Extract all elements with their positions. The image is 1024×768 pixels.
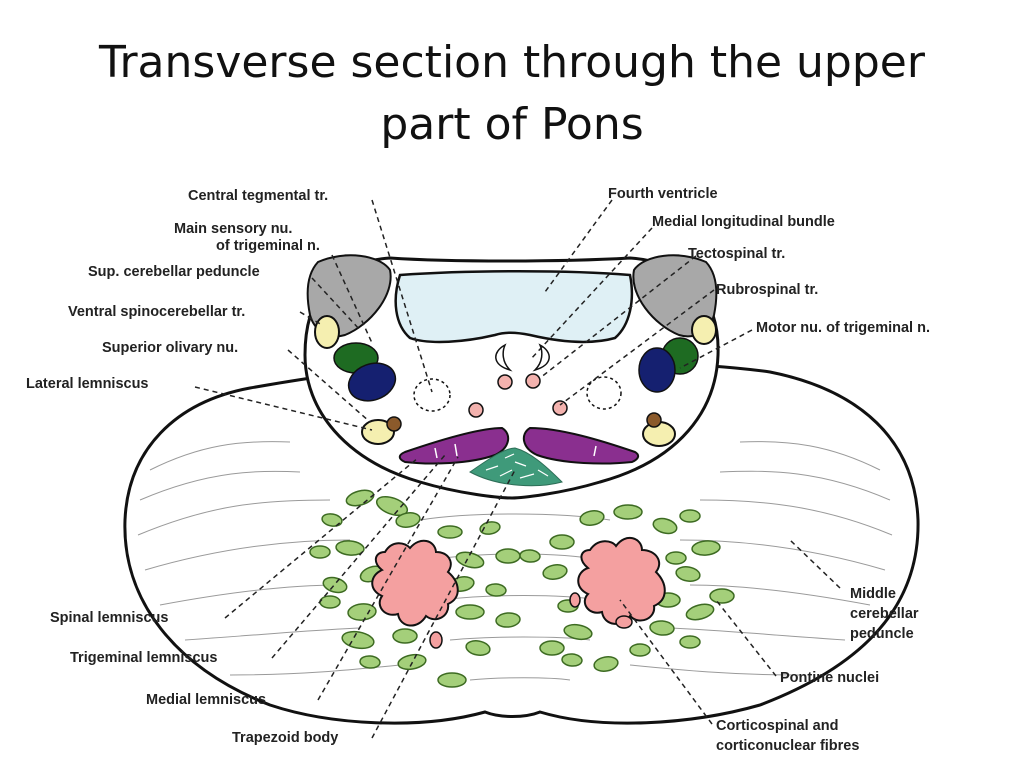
navy-nucleus-right xyxy=(638,347,676,393)
medial-lemniscus-right xyxy=(522,426,640,465)
title-line-2: part of Pons xyxy=(380,99,644,150)
pontine-nucleus-blob xyxy=(679,509,701,523)
ventral-spinocerebellar-left xyxy=(314,315,340,349)
pontine-nucleus-blob xyxy=(375,495,409,517)
trapezoid-texture xyxy=(485,453,549,479)
pontine-nucleus-blob xyxy=(542,564,568,580)
pontine-nucleus-blob xyxy=(455,551,485,569)
label-sup-cerebellar: Sup. cerebellar peduncle xyxy=(88,264,260,280)
pontine-nucleus-blob xyxy=(495,548,521,564)
ventral-spinocerebellar-right xyxy=(691,315,717,345)
label-middle-cerebellar-1: Middle xyxy=(850,586,896,602)
pontine-nucleus-blob xyxy=(593,656,619,672)
pontine-nucleus-blob xyxy=(321,513,343,527)
tectospinal-right xyxy=(525,373,541,389)
pontine-nucleus-blob xyxy=(319,595,341,609)
title-line-1: Transverse section through the upper xyxy=(99,37,925,88)
label-middle-cerebellar-2: cerebellar xyxy=(850,606,919,622)
pontine-nucleus-blob xyxy=(479,521,501,535)
labels: Central tegmental tr. Main sensory nu. o… xyxy=(26,186,930,754)
leader-lines xyxy=(194,199,841,739)
pontine-nucleus-blob xyxy=(322,576,348,594)
mlf-right xyxy=(532,343,550,372)
tectospinal-left xyxy=(497,374,513,390)
pontine-nucleus-blob xyxy=(629,643,651,657)
pontine-nucleus-blob xyxy=(665,551,687,565)
central-tegmental-left xyxy=(413,378,451,412)
pontine-nucleus-blob xyxy=(455,604,485,620)
rubrospinal-left xyxy=(468,402,484,418)
fourth-ventricle xyxy=(394,270,634,344)
label-main-sensory-1: Main sensory nu. xyxy=(174,221,292,237)
pontine-nucleus-blob xyxy=(679,635,701,649)
label-corticospinal-2: corticonuclear fibres xyxy=(716,738,859,754)
pontine-nucleus-blob xyxy=(519,549,541,563)
label-main-sensory-2: of trigeminal n. xyxy=(216,238,320,254)
pontine-nucleus-blob xyxy=(437,672,467,688)
label-medial-lemniscus: Medial lemniscus xyxy=(146,692,266,708)
pontine-nucleus-blob xyxy=(652,517,678,535)
label-motor-trigeminal: Motor nu. of trigeminal n. xyxy=(756,320,930,336)
mlf-left xyxy=(495,343,513,372)
lateral-lemniscus-left xyxy=(361,416,402,445)
pontine-nucleus-blob xyxy=(485,583,507,597)
pontine-nucleus-blob xyxy=(335,540,365,556)
pontine-nucleus-blob xyxy=(395,512,421,528)
lateral-lemniscus-right xyxy=(642,412,676,447)
pontine-nucleus-blob xyxy=(309,545,331,559)
pontine-nucleus-blob xyxy=(495,612,521,628)
pontine-nucleus-blob xyxy=(359,655,381,669)
pontine-nucleus-blob xyxy=(563,623,593,641)
label-superior-olivary: Superior olivary nu. xyxy=(102,340,238,356)
pontine-nucleus-blob xyxy=(579,510,605,526)
label-pontine-nuclei: Pontine nuclei xyxy=(780,670,879,686)
corticospinal-bundle-left xyxy=(429,631,443,649)
pontine-nucleus-blob xyxy=(539,640,565,656)
pontine-nucleus-blob xyxy=(392,628,418,644)
pontine-nucleus-blob xyxy=(709,588,735,604)
corticospinal-right xyxy=(577,536,666,625)
pontine-nucleus-blob xyxy=(561,653,583,667)
label-lateral-lemniscus: Lateral lemniscus xyxy=(26,376,149,392)
sup-cerebellar-peduncle-right xyxy=(632,254,718,338)
pontine-nucleus-blob xyxy=(549,534,575,550)
label-ventral-spinocerebellar: Ventral spinocerebellar tr. xyxy=(68,304,245,320)
medial-lemniscus-markings xyxy=(434,443,597,459)
pontine-nucleus-blob xyxy=(437,525,463,539)
label-fourth-ventricle: Fourth ventricle xyxy=(608,186,718,202)
slide-title: Transverse section through the upper par… xyxy=(0,32,1024,156)
rubrospinal-right xyxy=(552,400,568,416)
corticospinal-bundle-right xyxy=(615,615,633,629)
corticospinal-bundle-right-2 xyxy=(569,592,581,608)
label-tectospinal: Tectospinal tr. xyxy=(688,246,785,262)
corticospinal-left xyxy=(371,539,459,627)
pontine-nucleus-blob xyxy=(613,504,643,520)
pontine-nucleus-blob xyxy=(675,566,701,582)
navy-nucleus-left xyxy=(347,362,397,402)
pontine-nucleus-blob xyxy=(465,640,491,656)
label-middle-cerebellar-3: peduncle xyxy=(850,626,914,642)
pontine-nucleus-blob xyxy=(347,603,377,621)
label-trapezoid-body: Trapezoid body xyxy=(232,730,338,746)
central-tegmental-right xyxy=(586,376,622,410)
label-trigeminal-lemniscus: Trigeminal lemniscus xyxy=(70,650,217,666)
pontine-nucleus-blob xyxy=(691,540,721,556)
label-rubrospinal: Rubrospinal tr. xyxy=(716,282,818,298)
label-central-tegmental: Central tegmental tr. xyxy=(188,188,328,204)
trapezoid-body xyxy=(469,447,563,487)
pontine-nucleus-blob xyxy=(649,620,675,636)
label-medial-longitudinal: Medial longitudinal bundle xyxy=(652,214,835,230)
label-spinal-lemniscus: Spinal lemniscus xyxy=(50,610,168,626)
pontine-nuclei-group xyxy=(309,489,735,688)
pontine-nucleus-blob xyxy=(685,603,715,621)
label-corticospinal-1: Corticospinal and xyxy=(716,718,838,734)
